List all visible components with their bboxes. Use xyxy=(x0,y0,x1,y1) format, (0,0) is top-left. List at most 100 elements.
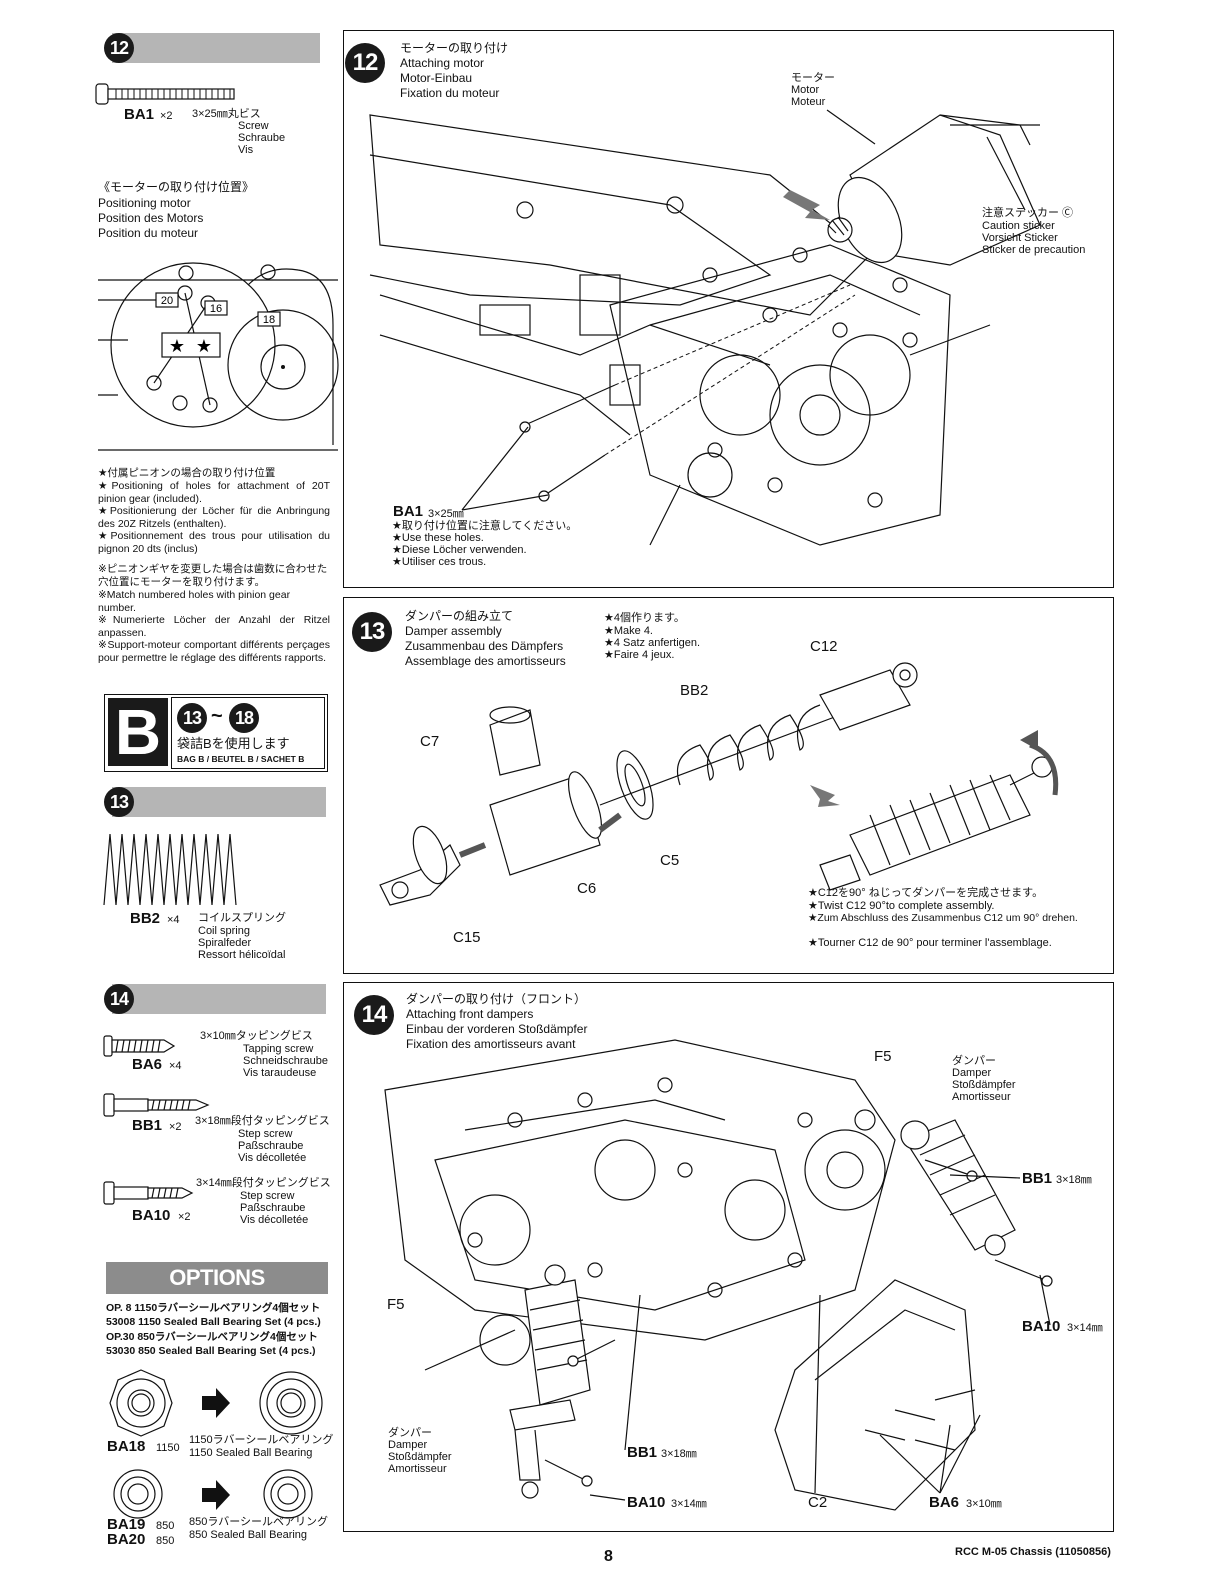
panel-14-bb1-left-code: BB1 xyxy=(627,1444,658,1461)
note1-fr: ★Positionnement des trous pour utilisati… xyxy=(98,530,330,555)
panel-13-title-fr: Assemblage des amortisseurs xyxy=(405,654,566,668)
bearing-ba19-ba20-illustration xyxy=(113,1469,313,1519)
panel-14-damper-right-en: Damper xyxy=(952,1067,992,1079)
ba19-en: 850 Sealed Ball Bearing xyxy=(189,1529,308,1541)
motor-label-jp: モーター xyxy=(791,72,835,84)
ba18-jp: 1150ラバーシールベアリング xyxy=(189,1434,334,1446)
bb1-fr: Vis décolletée xyxy=(238,1152,307,1164)
bb1-en: Step screw xyxy=(238,1128,293,1140)
step-14-number: 14 xyxy=(104,984,134,1014)
sticker-label-fr: Sticker de precaution xyxy=(982,244,1086,256)
panel-12-screw-size: 3×25㎜ xyxy=(428,508,464,520)
panel-14-damper-left-fr: Amortisseur xyxy=(388,1463,447,1475)
panel-14-title-jp: ダンパーの取り付け（フロント） xyxy=(406,992,587,1006)
ba10-jp: 3×14㎜段付タッピングビス xyxy=(196,1177,331,1189)
bb1-qty: ×2 xyxy=(169,1121,182,1133)
motor-label-en: Motor xyxy=(791,84,820,96)
panel-14-damper-left-jp: ダンパー xyxy=(388,1427,432,1439)
panel-13-title-jp: ダンパーの組み立て xyxy=(405,609,514,623)
panel-14-title-de: Einbau der vorderen Stoßdämpfer xyxy=(406,1022,588,1036)
chassis-motor-illustration xyxy=(369,114,1041,546)
bb1-code: BB1 xyxy=(132,1117,163,1134)
panel-12-title-fr: Fixation du moteur xyxy=(400,86,500,100)
screw-ba1-de: Schraube xyxy=(238,132,286,144)
panel-14-ba10-left-size: 3×14㎜ xyxy=(671,1498,707,1510)
note1-de: ★Positionierung der Löcher für die Anbri… xyxy=(98,505,330,530)
screw-ba1-qty: ×2 xyxy=(160,110,173,122)
bag-range-tilde: ~ xyxy=(211,705,223,727)
ba19-jp: 850ラバーシールベアリング xyxy=(189,1516,329,1528)
motor-position-de: Position des Motors xyxy=(98,211,204,225)
note2-de: ※Numerierte Löcher der Anzahl der Ritzel… xyxy=(98,614,330,639)
panel-14-bb1-right-size: 3×18㎜ xyxy=(1056,1174,1092,1186)
tamiya-star-icon-2: ★ xyxy=(196,336,212,356)
ba10-qty: ×2 xyxy=(178,1211,191,1223)
panel-step-12 xyxy=(343,30,1114,588)
panel-13-twist-fr: ★Tourner C12 de 90° pour terminer l'asse… xyxy=(808,937,1052,949)
front-damper-chassis-illustration xyxy=(384,1039,1053,1511)
panel-14-damper-left-de: Stoßdämpfer xyxy=(388,1451,452,1463)
ba10-code: BA10 xyxy=(132,1207,171,1224)
panel-14-ba10-right-code: BA10 xyxy=(1022,1318,1061,1335)
tamiya-star-icon: ★ xyxy=(169,336,185,356)
hole-label-18: 18 xyxy=(263,314,275,326)
note1-en: ★Positioning of holes for attachment of … xyxy=(98,480,330,505)
ba6-qty: ×4 xyxy=(169,1060,182,1072)
screw-leader-lines xyxy=(461,426,549,511)
panel-14-ba6-code: BA6 xyxy=(929,1494,960,1511)
panel-14-damper-right-de: Stoßdämpfer xyxy=(952,1079,1016,1091)
bag-en: BAG B / BEUTEL B / SACHET B xyxy=(177,754,305,764)
note1-jp: ★付属ピニオンの場合の取り付け位置 xyxy=(98,467,276,479)
screw-bb1-illustration xyxy=(103,1093,210,1117)
bb1-jp: 3×18㎜段付タッピングビス xyxy=(195,1115,330,1127)
ba6-en: Tapping screw xyxy=(243,1043,314,1055)
motor-position-fr: Position du moteur xyxy=(98,226,199,240)
step-13-bar xyxy=(112,787,326,817)
panel-14-f5-left: F5 xyxy=(387,1296,405,1313)
arrow-right-icon-2 xyxy=(202,1480,230,1510)
bb2-qty: ×4 xyxy=(167,914,180,926)
panel-step-14 xyxy=(343,982,1114,1532)
motor-position-jp: 《モーターの取り付け位置》 xyxy=(98,180,255,194)
panel-13-make-en: ★Make 4. xyxy=(604,625,653,637)
panel-14-bb1-right-code: BB1 xyxy=(1022,1170,1053,1187)
panel-13-twist-de: ★Zum Abschluss des Zusammenbus C12 um 90… xyxy=(808,912,1078,924)
note2-jp: ※ピニオンギヤを変更した場合は歯数に合わせた穴位置にモーターを取り付けます。 xyxy=(98,563,328,588)
bb1-de: Paßschraube xyxy=(238,1140,304,1152)
ba20-code: BA20 xyxy=(107,1531,146,1548)
bb2-jp: コイルスプリング xyxy=(198,912,286,924)
bag-range-to: 18 xyxy=(229,703,259,733)
hole-label-16: 16 xyxy=(210,303,222,315)
motor-mount-diagram: 20 16 18 ★ ★ xyxy=(98,262,339,451)
sticker-label-de: Vorsicht Sticker xyxy=(982,232,1058,244)
note2-fr: ※Support-moteur comportant différents pe… xyxy=(98,639,330,664)
panel-13-make-de: ★4 Satz anfertigen. xyxy=(604,637,701,649)
panel-12-note-fr: ★Utiliser ces trous. xyxy=(392,556,487,568)
ba18-size: 1150 xyxy=(156,1442,180,1454)
ba18-en: 1150 Sealed Ball Bearing xyxy=(189,1447,313,1459)
ba10-en: Step screw xyxy=(240,1190,295,1202)
panel-14-ba6-size: 3×10㎜ xyxy=(966,1498,1002,1510)
screw-ba1-code: BA1 xyxy=(124,106,155,123)
panel-12-note-jp: ★取り付け位置に注意してください。 xyxy=(392,520,578,532)
panel-13-twist-en: ★Twist C12 90°to complete assembly. xyxy=(808,900,995,912)
page-number: 8 xyxy=(604,1548,613,1565)
label-bb2: BB2 xyxy=(680,682,709,699)
ba20-size: 850 xyxy=(156,1535,175,1547)
step-14-bar xyxy=(112,984,326,1014)
ba18-code: BA18 xyxy=(107,1438,146,1455)
screw-ba6-illustration xyxy=(103,1035,176,1057)
panel-14-damper-left-en: Damper xyxy=(388,1439,428,1451)
panel-14-f5-top: F5 xyxy=(874,1048,892,1065)
panel-14-title-fr: Fixation des amortisseurs avant xyxy=(406,1037,576,1051)
options-header: OPTIONS xyxy=(106,1262,328,1294)
bb2-code: BB2 xyxy=(130,910,161,927)
options-line-4: 53030 850 Sealed Ball Bearing Set (4 pcs… xyxy=(106,1345,316,1357)
bb2-fr: Ressort hélicoïdal xyxy=(198,949,286,961)
ba6-de: Schneidschraube xyxy=(243,1055,329,1067)
panel-12-number: 12 xyxy=(345,43,385,83)
ba10-fr: Vis décolletée xyxy=(240,1214,309,1226)
screw-ba1-en: Screw xyxy=(238,120,269,132)
panel-13-make-jp: ★4個作ります。 xyxy=(604,612,685,624)
label-c7: C7 xyxy=(420,733,440,750)
